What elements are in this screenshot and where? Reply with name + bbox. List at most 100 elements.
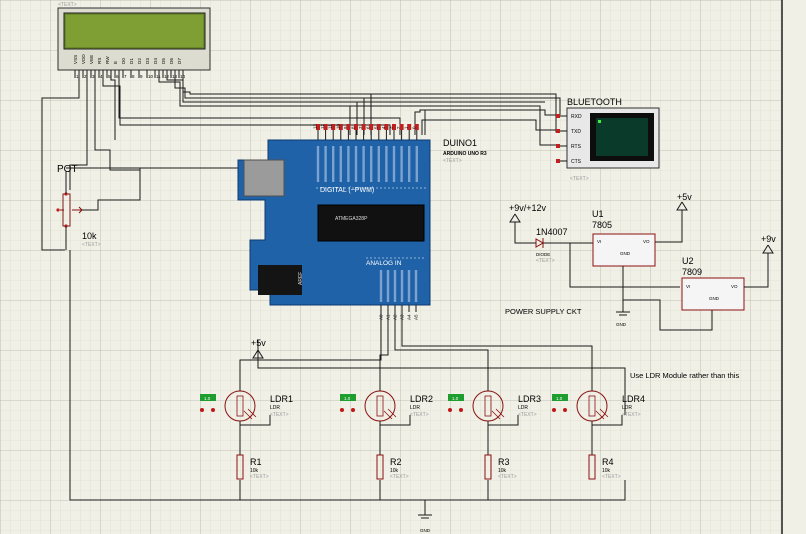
lcd-display: <TEXT> VSS1VDD2VEE3RS4RW5E6D07D18D29D310… <box>57 2 211 79</box>
lcd-pin-number: 6 <box>116 74 119 79</box>
bt-pin-marker <box>556 159 560 163</box>
digital-pin-marker <box>346 124 351 130</box>
digital-pin-2: 2 <box>396 126 401 129</box>
u1-part: 7805 <box>592 220 612 230</box>
lcd-pin-number: 8 <box>132 74 135 79</box>
lcd-pin-rw: RW <box>105 56 110 64</box>
pot-value: 10k <box>82 231 97 241</box>
lcd-pin-number: 3 <box>92 74 95 79</box>
resistor-value: 10k <box>602 468 611 474</box>
ldr-type: LDR <box>270 405 280 411</box>
lcd-pin-d1: D1 <box>129 58 134 64</box>
u1-out: +5v <box>677 192 692 202</box>
plus5v-label: +5v <box>251 338 266 348</box>
lcd-text-placeholder: <TEXT> <box>58 2 77 8</box>
digital-pin-13: 13 <box>313 123 318 129</box>
pot-text-placeholder: <TEXT> <box>82 242 101 248</box>
analog-pin-silk <box>407 270 411 302</box>
digital-pin-silk <box>316 146 320 182</box>
digital-label: DIGITAL (~PWM) <box>320 187 374 194</box>
power-input-label: +9v/+12v <box>509 203 547 213</box>
light-arrows-icon <box>383 408 397 420</box>
analog-pin-a5: A5 <box>414 314 419 320</box>
digital-pin-11: 11 <box>328 124 333 129</box>
u1-vi: VI <box>597 239 601 244</box>
light-arrows-icon <box>243 408 257 420</box>
digital-pin-marker <box>354 124 358 130</box>
digital-pin-silk <box>408 146 411 182</box>
resistor-value: 10k <box>390 468 399 474</box>
lcd-pin-number: 5 <box>108 74 111 79</box>
ldr-text-placeholder: <TEXT> <box>622 412 641 418</box>
ldr-resistor <box>376 395 384 417</box>
bt-pin-marker <box>556 129 560 133</box>
u1-vo: VO <box>643 239 650 244</box>
digital-pin-silk <box>339 146 342 182</box>
digital-pin-marker <box>384 124 389 130</box>
digital-pin-9: 9 <box>343 126 348 129</box>
ldr-type: LDR <box>622 405 632 411</box>
lcd-pin-number: 4 <box>100 74 103 79</box>
probe-dot <box>552 408 556 412</box>
digital-pin-marker <box>392 124 396 130</box>
ldr-resistor <box>484 395 492 417</box>
ldr-ref: LDR3 <box>518 394 541 404</box>
digital-pin-silk <box>370 146 373 182</box>
bluetooth-label: BLUETOOTH <box>567 97 622 107</box>
digital-pin-marker <box>331 124 336 130</box>
diode-text-placeholder: <TEXT> <box>536 258 555 264</box>
analog-wires <box>239 308 626 415</box>
digital-pin-marker <box>323 124 328 130</box>
probe-dot <box>211 408 215 412</box>
bt-pin-rxd: RXD <box>571 114 582 120</box>
diode-label: 1N4007 <box>536 227 568 237</box>
digital-pin-3: 3 <box>389 126 394 129</box>
logic-probe <box>552 394 568 401</box>
arduino-ref: DUINO1 <box>443 138 477 148</box>
digital-pin-marker <box>376 124 381 130</box>
resistor-ref: R1 <box>250 457 262 467</box>
lcd-pin-d0: D0 <box>121 58 126 64</box>
lcd-pin-vss: VSS <box>73 55 78 64</box>
ldr-text-placeholder: <TEXT> <box>270 412 289 418</box>
arduino-model: ARDUINO UNO R3 <box>443 151 487 157</box>
bt-pin-cts: CTS <box>571 159 582 165</box>
logic-probe <box>200 394 216 401</box>
lcd-pin-d7: D7 <box>177 58 182 64</box>
plus5v-marker: +5v <box>251 338 266 359</box>
u2-ref: U2 <box>682 256 694 266</box>
resistor-value: 10k <box>498 468 507 474</box>
digital-pin-silk <box>332 146 335 182</box>
potentiometer: POT 10k <TEXT> <box>56 164 140 250</box>
lcd-pin-number: 1 <box>76 74 79 79</box>
ldr-resistor <box>588 395 596 417</box>
digital-pin-marker <box>338 124 343 130</box>
power-supply: +9v/+12v 1N4007 DIODE <TEXT> U1 7805 VI … <box>505 192 776 331</box>
u2-vo: VO <box>731 284 738 289</box>
digital-pin-marker <box>316 124 320 130</box>
analog-pin-silk <box>386 270 390 302</box>
u2-vi: VI <box>686 284 690 289</box>
resistor-value: 10k <box>250 468 259 474</box>
digital-pin-7: 7 <box>358 126 363 129</box>
digital-pin-marker <box>407 124 412 130</box>
analog-label: ANALOG IN <box>366 260 402 267</box>
ldr-type: LDR <box>410 405 420 411</box>
lcd-pin-e: E <box>113 61 118 64</box>
digital-pin-silk <box>400 146 403 182</box>
probe-dot <box>340 408 344 412</box>
digital-pin-silk <box>347 146 350 182</box>
lcd-pin-d4: D4 <box>153 58 158 64</box>
probe-dot <box>563 408 567 412</box>
digital-pin-silk <box>385 146 388 182</box>
logic-probe-label: 1.0 <box>204 396 211 401</box>
bt-pin-marker <box>556 144 560 148</box>
bluetooth-wires <box>421 109 556 135</box>
probe-dot <box>351 408 355 412</box>
logic-probe-label: 1.0 <box>452 396 459 401</box>
